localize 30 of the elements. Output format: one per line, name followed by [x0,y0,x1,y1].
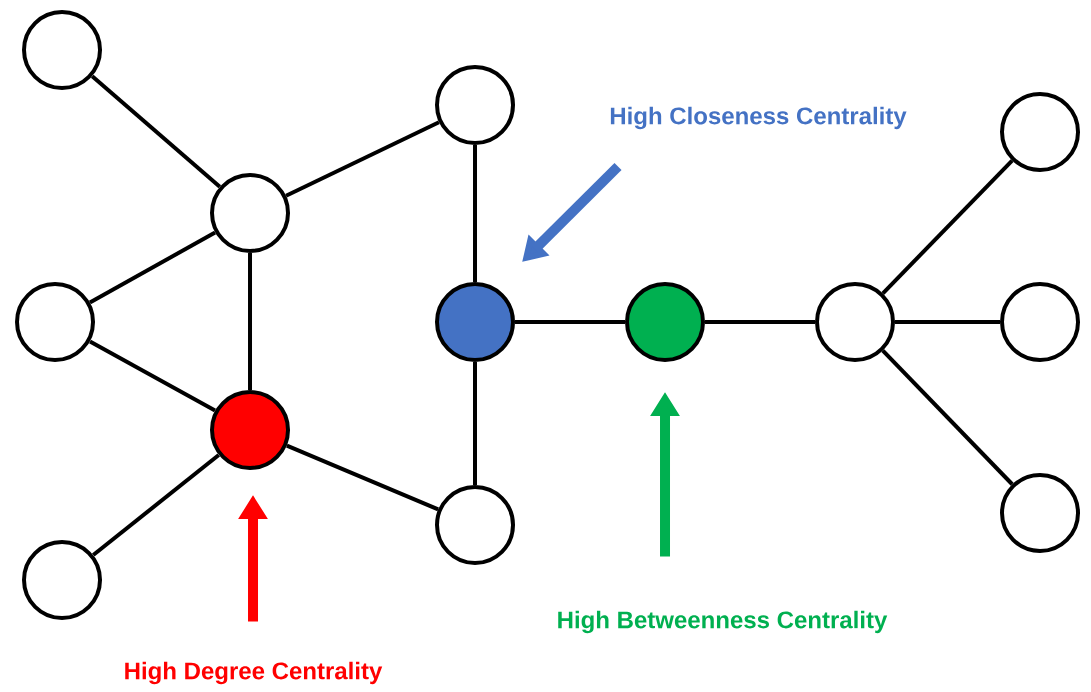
edge-line [90,74,222,189]
circle-node [1000,92,1080,172]
edge-line [92,453,220,557]
node-label: High Degree Centrality [125,661,383,685]
node-label: High Betweenness Centrality [558,610,888,634]
edge-line [895,320,1000,324]
edge-line [473,362,477,485]
circle-node [22,540,102,620]
circle-node [435,65,515,145]
circle-node [435,282,515,362]
node-label: High Closeness Centrality [610,106,907,130]
edge-line [705,320,815,324]
circle-node [435,485,515,565]
edge-line [881,349,1014,486]
circle-node [815,282,895,362]
circle-node [1000,282,1080,362]
edge-line [881,159,1014,295]
circle-node [210,173,290,253]
edge-line [515,320,625,324]
circle-node [22,10,102,90]
edge-line [473,145,477,282]
circle-node [625,282,705,362]
edge-line [285,120,440,198]
edge-line [89,339,216,413]
edge-line [286,443,439,512]
edge-line [248,253,252,390]
edge-line [88,230,217,305]
circle-node [210,390,290,470]
circle-node [15,282,95,362]
circle-node [1000,473,1080,553]
